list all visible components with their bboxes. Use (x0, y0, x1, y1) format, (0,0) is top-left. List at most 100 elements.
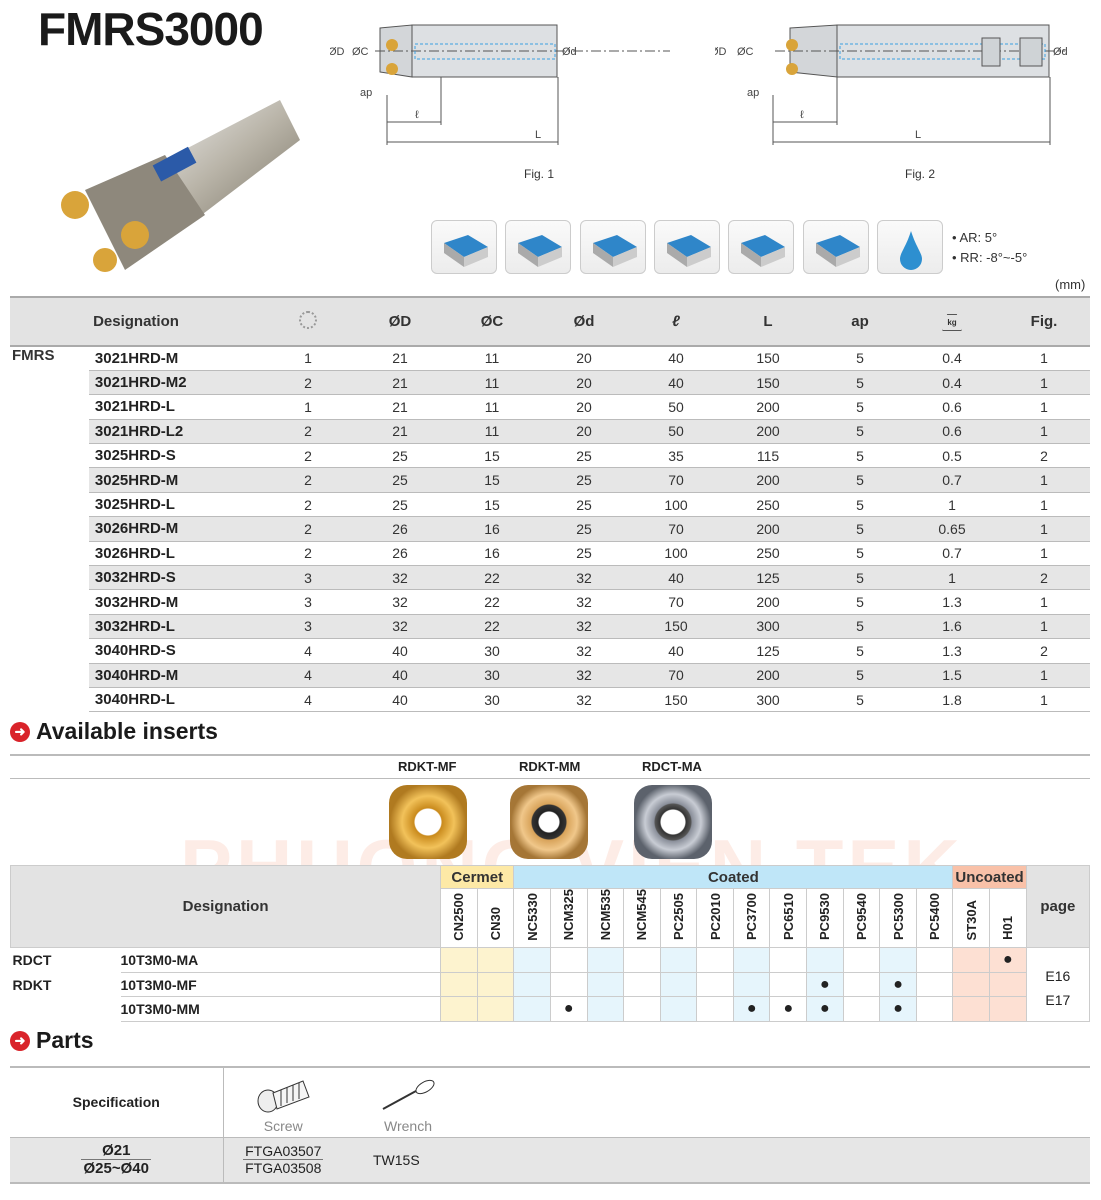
value-cell: 5 (814, 565, 906, 591)
empty-cell (842, 971, 881, 998)
value-cell: 150 (630, 687, 722, 713)
section-title: Available inserts (36, 718, 218, 744)
group-coated: Coated (513, 865, 954, 889)
value-cell: 3 (262, 589, 354, 615)
value-cell: 40 (354, 663, 446, 688)
value-cell: 40 (354, 638, 446, 664)
value-cell: 40 (354, 687, 446, 713)
dim-D: ØD (330, 46, 345, 58)
value-cell: 70 (630, 516, 722, 542)
value-cell: 21 (354, 370, 446, 396)
value-cell: 20 (538, 370, 630, 396)
value-cell: 20 (538, 394, 630, 420)
teeth-icon (299, 310, 317, 329)
value-cell: 0.6 (906, 394, 998, 420)
value-cell: 100 (630, 541, 722, 567)
grade-pc9540: PC9540 (842, 887, 881, 949)
empty-cell (769, 971, 808, 998)
weight-kg-icon: kg (942, 314, 962, 331)
insert-code: 10T3M0-MM (120, 996, 442, 1022)
empty-cell (623, 971, 661, 998)
value-cell: 5 (814, 492, 906, 518)
value-cell: 200 (722, 589, 814, 615)
designation-cell: 3025HRD-S (88, 443, 262, 469)
group-uncoated: Uncoated (952, 865, 1027, 889)
value-cell: 5 (814, 614, 906, 640)
designation-cell: 3025HRD-M (88, 467, 262, 493)
value-cell: 30 (446, 663, 538, 688)
svg-text:Ød: Ød (1053, 46, 1068, 58)
empty-cell (989, 996, 1027, 1022)
svg-text:ØC: ØC (737, 46, 754, 58)
value-cell: 35 (630, 443, 722, 469)
insert-label: RDCT-MA (642, 759, 702, 774)
value-cell: 32 (538, 614, 630, 640)
grade-label: CN30 (488, 907, 504, 941)
table-row: 10T3M0-MM●●●●● (11, 996, 1090, 1022)
grade-label: NCM545 (634, 889, 650, 941)
value-cell: 5 (814, 394, 906, 420)
grade-h01: H01 (989, 887, 1027, 949)
svg-text:ℓ: ℓ (800, 109, 804, 121)
grade-pc2010: PC2010 (696, 887, 734, 949)
arrow-icon: ➜ (10, 721, 30, 742)
value-cell: 4 (262, 638, 354, 664)
value-cell: 2 (262, 541, 354, 567)
value-cell: 32 (538, 687, 630, 713)
pocketing-icon (653, 220, 720, 274)
grade-cn30: CN30 (476, 887, 515, 949)
grade-ncm325: NCM325 (549, 887, 588, 949)
value-cell: 1 (998, 394, 1090, 420)
spec-value: Ø25~Ø40 (83, 1160, 149, 1178)
value-cell: 32 (538, 663, 630, 688)
value-cell: 22 (446, 614, 538, 640)
svg-text:ap: ap (747, 87, 759, 99)
value-cell: 100 (630, 492, 722, 518)
svg-text:ØC: ØC (352, 46, 369, 58)
page-number: E17 (1045, 991, 1071, 1008)
value-cell: 40 (630, 370, 722, 396)
grade-pc3700: PC3700 (732, 887, 771, 949)
value-cell: 250 (722, 492, 814, 518)
value-cell: 2 (262, 443, 354, 469)
header-col-3: ØC (446, 296, 538, 347)
designation-cell: 3026HRD-L (88, 541, 262, 567)
divider (10, 778, 1090, 779)
fig2-caption: Fig. 2 (905, 167, 936, 181)
value-cell: 150 (722, 370, 814, 396)
value-cell: 1 (262, 346, 354, 371)
divider (10, 754, 1090, 756)
value-cell: 40 (630, 346, 722, 371)
insert-type: RDCT (12, 952, 52, 969)
grade-label: NCM325 (561, 889, 577, 941)
value-cell: 5 (814, 516, 906, 542)
empty-cell (842, 996, 881, 1022)
availability-mark: ● (806, 996, 844, 1022)
empty-cell (769, 947, 808, 973)
value-cell: 32 (354, 589, 446, 615)
value-cell: 1 (262, 394, 354, 420)
page-number: E16 (1045, 967, 1071, 984)
header-col-6: L (722, 296, 814, 347)
screw-icon (257, 1079, 310, 1112)
value-cell: 5 (814, 638, 906, 664)
empty-cell (989, 971, 1027, 998)
value-cell: 26 (354, 541, 446, 567)
grade-cn2500: CN2500 (440, 887, 478, 949)
plunging-icon (728, 220, 795, 274)
insert-image-rdkt-mf (389, 785, 467, 859)
fig1-caption: Fig. 1 (524, 167, 555, 181)
empty-cell (586, 971, 625, 998)
value-cell: 1.6 (906, 614, 998, 640)
value-cell: 16 (446, 516, 538, 542)
empty-cell (440, 947, 478, 973)
